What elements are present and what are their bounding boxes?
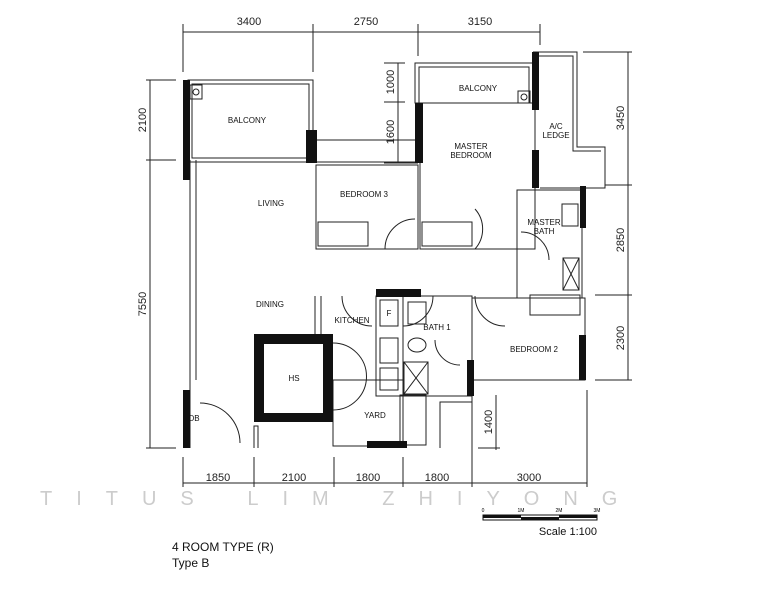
dim-top-1: 3400 bbox=[237, 16, 261, 28]
dimension-labels: 3400 2750 3150 2100 7550 3450 2850 2300 … bbox=[137, 16, 627, 484]
label-ac-ledge-2: LEDGE bbox=[542, 131, 569, 140]
label-ac-ledge-1: A/C bbox=[549, 122, 563, 131]
dim-top-2: 2750 bbox=[354, 16, 378, 28]
label-master-bedroom-2: BEDROOM bbox=[450, 151, 492, 160]
label-bedroom-2: BEDROOM 2 bbox=[510, 345, 559, 354]
label-master-bath-2: BATH bbox=[534, 227, 555, 236]
dim-bottom-3: 1800 bbox=[356, 472, 380, 484]
label-yard: YARD bbox=[364, 411, 386, 420]
plan-title: 4 ROOM TYPE (R) bbox=[172, 540, 274, 554]
dim-bottom-2: 2100 bbox=[282, 472, 306, 484]
scale-tick-2: 2M bbox=[556, 508, 563, 514]
walls bbox=[187, 51, 606, 448]
dim-bottom-1: 1850 bbox=[206, 472, 230, 484]
dim-right-2: 2850 bbox=[615, 228, 627, 252]
label-dining: DINING bbox=[256, 300, 284, 309]
plan-subtitle: Type B bbox=[172, 556, 210, 570]
dim-left-1: 2100 bbox=[137, 108, 149, 132]
label-bath-1: BATH 1 bbox=[423, 323, 451, 332]
label-master-bedroom-1: MASTER bbox=[454, 142, 488, 151]
label-living: LIVING bbox=[258, 199, 284, 208]
label-kitchen: KITCHEN bbox=[334, 316, 369, 325]
structural-walls bbox=[183, 52, 586, 448]
dimension-lines bbox=[146, 24, 632, 487]
dim-right-1: 3450 bbox=[615, 106, 627, 130]
dim-left-2: 7550 bbox=[137, 292, 149, 316]
watermark: TITUS LIM ZHIYONG bbox=[40, 488, 641, 510]
dim-balcony-2: 1600 bbox=[385, 120, 397, 144]
dim-right-3: 2300 bbox=[615, 326, 627, 350]
dim-1400: 1400 bbox=[483, 410, 495, 434]
label-master-bath-1: MASTER bbox=[527, 218, 561, 227]
scale-label: Scale 1:100 bbox=[539, 526, 597, 538]
dim-balcony-1: 1000 bbox=[385, 70, 397, 94]
label-fridge: F bbox=[387, 309, 392, 318]
label-balcony-top: BALCONY bbox=[459, 84, 498, 93]
scale-tick-1: 1M bbox=[518, 508, 525, 514]
scale-bar: 0 1M 2M 3M Scale 1:100 bbox=[482, 508, 601, 538]
room-labels: BALCONY BALCONY A/C LEDGE MASTER BEDROOM… bbox=[188, 84, 569, 423]
scale-tick-3: 3M bbox=[594, 508, 601, 514]
label-balcony-left: BALCONY bbox=[228, 116, 267, 125]
label-hs: HS bbox=[288, 374, 299, 383]
label-db: DB bbox=[188, 414, 199, 423]
dim-top-3: 3150 bbox=[468, 16, 492, 28]
scale-tick-0: 0 bbox=[482, 508, 485, 514]
dim-bottom-5: 3000 bbox=[517, 472, 541, 484]
doors bbox=[199, 208, 550, 444]
dim-bottom-4: 1800 bbox=[425, 472, 449, 484]
label-bedroom-3: BEDROOM 3 bbox=[340, 190, 389, 199]
